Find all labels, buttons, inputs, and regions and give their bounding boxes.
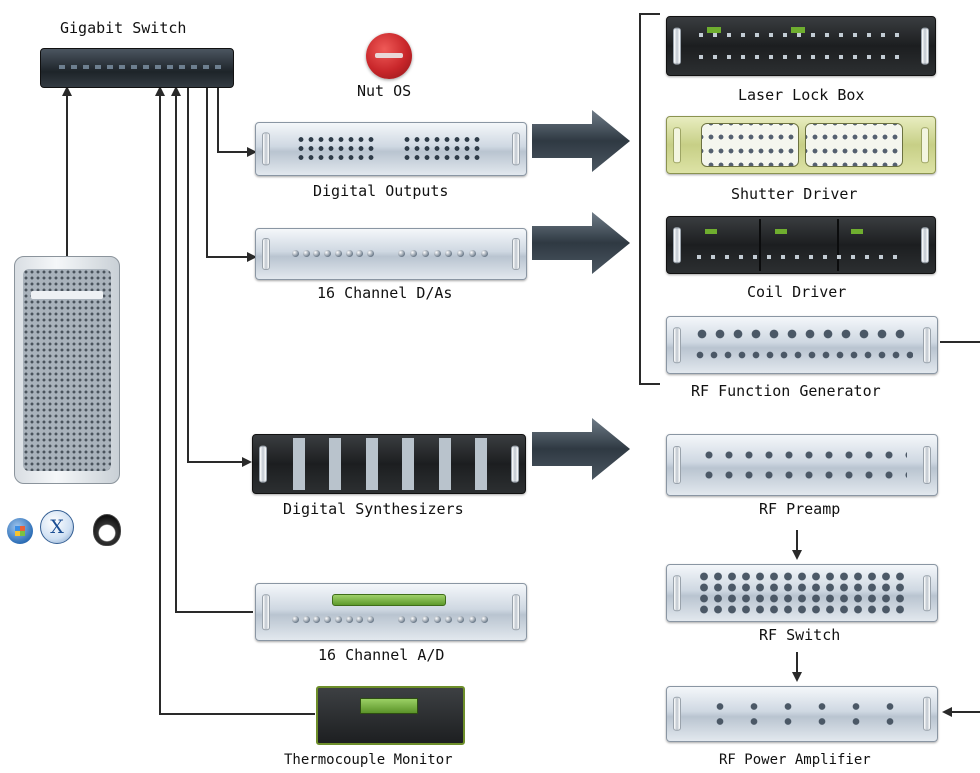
thermocouple-monitor-unit bbox=[316, 686, 465, 745]
nut-os-label: Nut OS bbox=[357, 82, 412, 100]
os-x-icon: X bbox=[40, 510, 74, 544]
rf-power-amplifier-unit bbox=[666, 686, 938, 742]
rf-function-generator-unit bbox=[666, 316, 938, 374]
dacs-label: 16 Channel D/As bbox=[317, 284, 453, 302]
rf-function-generator-label: RF Function Generator bbox=[691, 382, 881, 400]
digital-synthesizers-unit bbox=[252, 434, 526, 494]
adc-to-switch-line bbox=[171, 86, 253, 613]
os-x-letter: X bbox=[50, 516, 64, 538]
rf-preamp-unit bbox=[666, 434, 938, 496]
digital-outputs-label: Digital Outputs bbox=[313, 182, 449, 200]
computer-tower bbox=[14, 256, 120, 484]
adc-label: 16 Channel A/D bbox=[318, 646, 445, 664]
group-bracket bbox=[639, 13, 660, 385]
rf-power-amplifier-label: RF Power Amplifier bbox=[719, 752, 871, 768]
adc-unit bbox=[255, 583, 527, 641]
switch-to-dacs-line bbox=[206, 88, 257, 262]
laser-lock-box-unit bbox=[666, 16, 936, 76]
dacs-unit bbox=[255, 228, 527, 280]
linux-icon bbox=[93, 514, 121, 546]
outputs-block-arrow bbox=[532, 110, 630, 172]
nut-os-icon bbox=[366, 33, 412, 79]
rf-switch-unit bbox=[666, 564, 938, 622]
coil-driver-unit bbox=[666, 216, 936, 274]
laser-lock-box-label: Laser Lock Box bbox=[738, 86, 865, 104]
gigabit-switch-label: Gigabit Switch bbox=[60, 19, 187, 37]
dacs-block-arrow bbox=[532, 212, 630, 274]
switch-to-digital-outputs-line bbox=[217, 88, 257, 157]
synth-block-arrow bbox=[532, 418, 630, 480]
thermocouple-monitor-label: Thermocouple Monitor bbox=[284, 752, 453, 768]
windows-icon bbox=[7, 518, 33, 544]
coil-driver-label: Coil Driver bbox=[747, 283, 847, 301]
rf-preamp-label: RF Preamp bbox=[759, 500, 841, 518]
rf-switch-label: RF Switch bbox=[759, 626, 841, 644]
shutter-driver-label: Shutter Driver bbox=[731, 185, 858, 203]
gigabit-switch bbox=[40, 48, 234, 88]
digital-synthesizers-label: Digital Synthesizers bbox=[283, 500, 464, 518]
shutter-driver-unit bbox=[666, 116, 936, 174]
thermocouple-to-switch-line bbox=[155, 86, 315, 715]
switch-to-synthesizers-line bbox=[187, 88, 252, 467]
digital-outputs-unit bbox=[255, 122, 527, 176]
